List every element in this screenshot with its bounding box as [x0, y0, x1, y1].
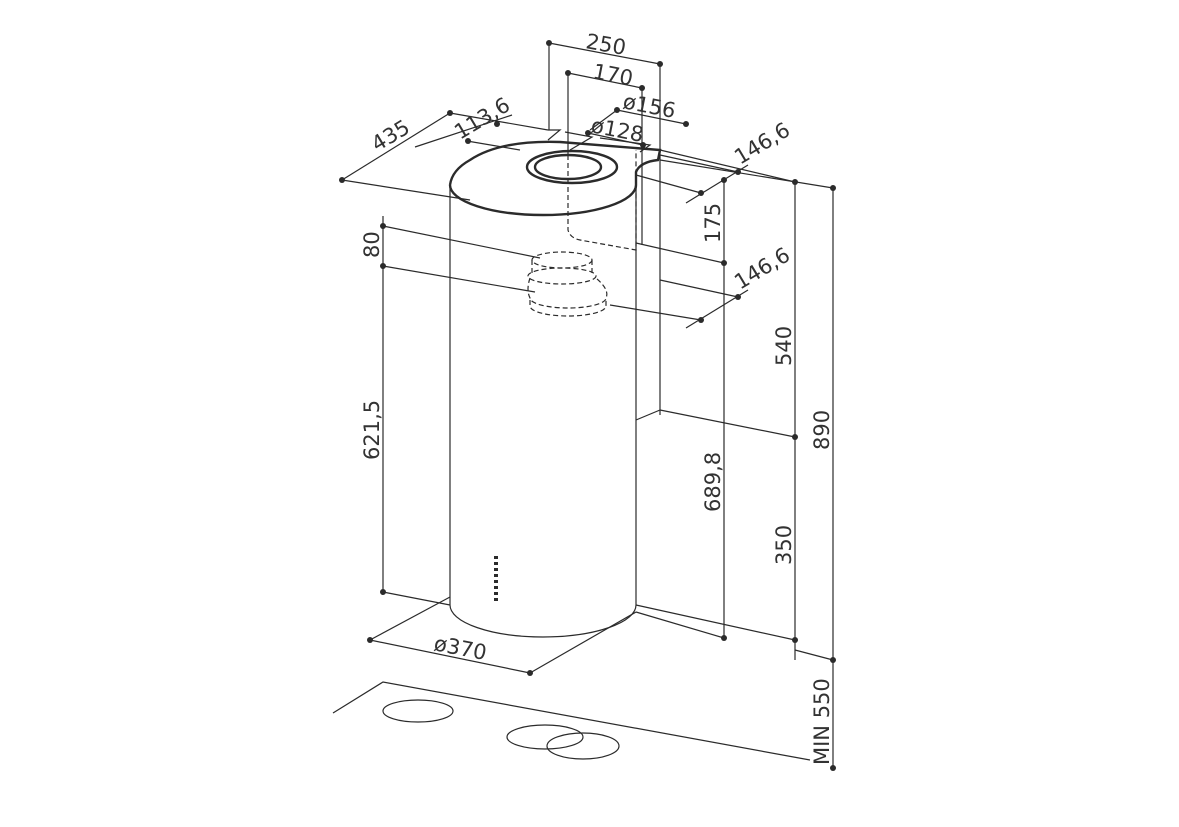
label-250: 250 — [584, 29, 628, 60]
label-146-6-bottom: 146,6 — [730, 243, 794, 295]
hood-cylinder — [448, 140, 662, 638]
label-350: 350 — [772, 525, 796, 565]
dimension-labels: 250 170 ø156 ø128 435 113,6 146,6 175 14… — [360, 29, 834, 765]
label-170: 170 — [591, 59, 635, 90]
label-175: 175 — [701, 203, 725, 243]
label-80: 80 — [360, 231, 384, 258]
dimension-lines — [341, 42, 834, 770]
motor-outline — [527, 251, 608, 317]
label-dia-156: ø156 — [621, 89, 678, 123]
label-890: 890 — [810, 410, 834, 450]
label-621-5: 621,5 — [360, 400, 384, 460]
label-146-6-top: 146,6 — [730, 118, 794, 170]
hob — [332, 681, 811, 761]
label-689-8: 689,8 — [701, 452, 725, 512]
label-540: 540 — [772, 326, 796, 366]
dimension-endpoints — [339, 40, 836, 771]
wall-bracket — [567, 150, 796, 639]
label-min-550: MIN 550 — [810, 678, 834, 765]
label-113-6: 113,6 — [450, 93, 514, 145]
label-dia-128: ø128 — [589, 113, 646, 147]
label-dia-370: ø370 — [432, 631, 489, 665]
